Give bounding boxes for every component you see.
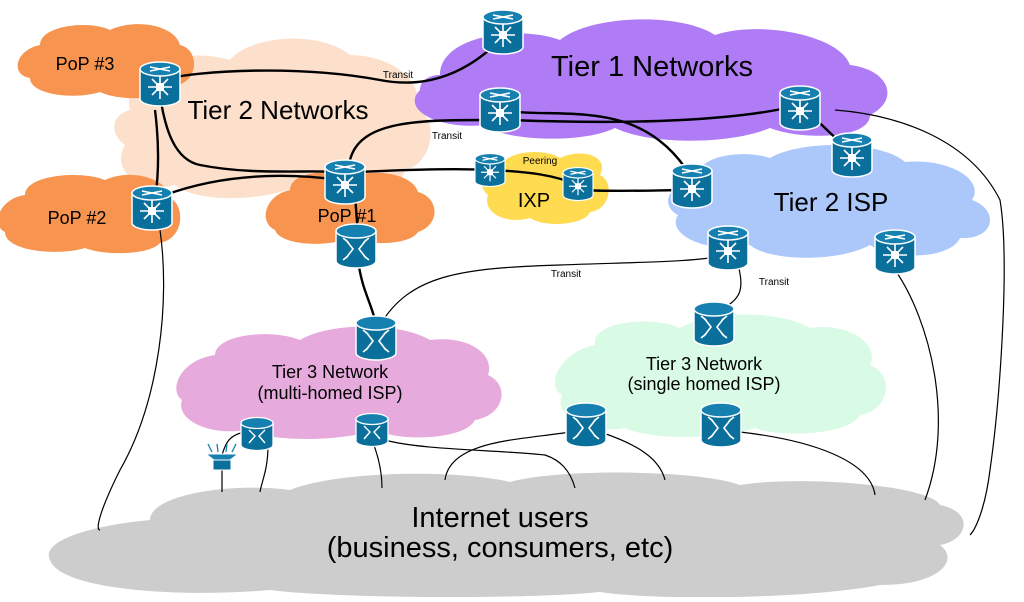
labels: Tier 1 Networks Tier 2 Networks PoP #3 P… bbox=[48, 51, 889, 564]
tier2-isp-label: Tier 2 ISP bbox=[774, 187, 889, 217]
link-pop2-pop1 bbox=[164, 174, 341, 197]
router-icon[interactable] bbox=[779, 85, 821, 131]
tier2-networks-label: Tier 2 Networks bbox=[187, 95, 368, 125]
transit-label-right: Transit bbox=[759, 277, 789, 288]
switch-icon[interactable] bbox=[240, 416, 274, 452]
pop1-cloud bbox=[265, 172, 435, 244]
link-pop1-tier1 bbox=[348, 118, 491, 161]
transit-label-tier3: Transit bbox=[551, 269, 581, 280]
link-tier3single-users-2 bbox=[599, 431, 666, 481]
tier1-label: Tier 1 Networks bbox=[551, 51, 753, 83]
internet-users-cloud bbox=[48, 472, 964, 598]
link-pop1-tier3multi bbox=[356, 259, 377, 321]
tier2-isp-cloud bbox=[668, 144, 991, 258]
switch-icon[interactable] bbox=[355, 315, 397, 361]
router-icon[interactable] bbox=[474, 152, 506, 188]
pop1-label: PoP #1 bbox=[318, 206, 377, 226]
tier3-single-title: Tier 3 Network bbox=[646, 354, 763, 374]
pop3-label: PoP #3 bbox=[56, 54, 115, 74]
link-pop2-users bbox=[97, 229, 165, 531]
tier3-multi-subtitle: (multi-homed ISP) bbox=[257, 383, 402, 403]
router-icon[interactable] bbox=[131, 185, 173, 231]
pop2-label: PoP #2 bbox=[48, 208, 107, 228]
router-icon[interactable] bbox=[324, 159, 366, 205]
transit-label-top: Transit bbox=[383, 70, 413, 81]
router-icon[interactable] bbox=[479, 87, 521, 133]
router-icon[interactable] bbox=[831, 132, 873, 178]
access-point-icon[interactable] bbox=[204, 443, 240, 471]
router-icon[interactable] bbox=[482, 9, 524, 55]
link-tier1-tier2isp bbox=[499, 108, 692, 176]
link-tier1-internal bbox=[509, 103, 801, 124]
router-icon[interactable] bbox=[671, 163, 713, 209]
tier3-single-cloud bbox=[554, 314, 887, 437]
switch-icon[interactable] bbox=[335, 223, 377, 269]
link-tier3multi-users-3 bbox=[384, 439, 576, 489]
link-tier1-users bbox=[834, 109, 1005, 536]
tier3-multi-cloud bbox=[176, 326, 502, 439]
link-pop3-tier1 bbox=[159, 39, 501, 84]
switch-icon[interactable] bbox=[565, 402, 607, 448]
switch-icon[interactable] bbox=[693, 301, 735, 347]
internet-users-subtitle: (business, consumers, etc) bbox=[327, 532, 674, 564]
router-icon[interactable] bbox=[562, 166, 594, 202]
tier3-single-subtitle: (single homed ISP) bbox=[627, 374, 780, 394]
router-icon[interactable] bbox=[874, 229, 916, 275]
link-tier3single-users-1 bbox=[444, 431, 571, 481]
switch-icon[interactable] bbox=[355, 412, 389, 448]
internet-users-title: Internet users bbox=[411, 502, 588, 534]
link-tier3multi-users-1 bbox=[259, 444, 269, 493]
tier3-multi-title: Tier 3 Network bbox=[272, 362, 389, 382]
router-icon[interactable] bbox=[707, 225, 749, 271]
link-tier3multi-tier2isp bbox=[379, 254, 726, 326]
router-icon[interactable] bbox=[139, 61, 181, 107]
link-pop3-pop1 bbox=[158, 94, 346, 174]
switch-icon[interactable] bbox=[700, 402, 742, 448]
peering-label: Peering bbox=[523, 156, 557, 167]
link-tier2isp-users bbox=[894, 269, 939, 501]
devices bbox=[131, 9, 916, 471]
transit-label-middle: Transit bbox=[432, 131, 462, 142]
ixp-label: IXP bbox=[518, 190, 550, 212]
link-tier3single-users-3 bbox=[739, 431, 876, 496]
